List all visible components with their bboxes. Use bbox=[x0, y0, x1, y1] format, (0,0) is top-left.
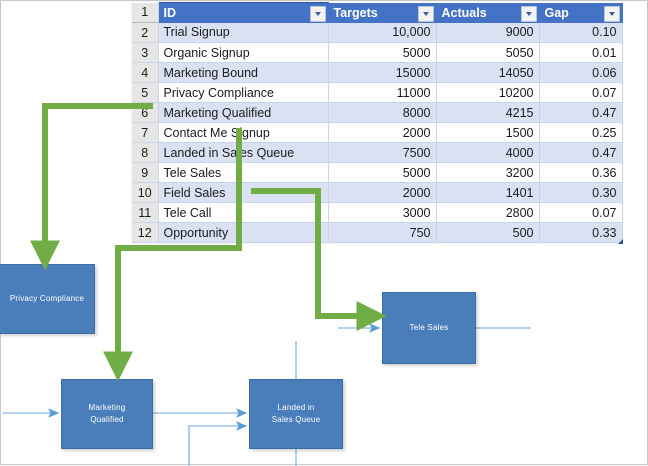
cell-targets[interactable]: 11000 bbox=[328, 82, 437, 103]
cell-targets[interactable]: 5000 bbox=[328, 42, 437, 63]
cell-id[interactable]: Trial Signup bbox=[158, 22, 329, 43]
cell-actuals[interactable]: 2800 bbox=[436, 202, 540, 223]
cell-id[interactable]: Field Sales bbox=[158, 182, 329, 203]
node-label-line2: Qualified bbox=[90, 415, 124, 424]
node-label: Landed in Sales Queue bbox=[272, 402, 320, 425]
cell-actuals[interactable]: 1500 bbox=[436, 122, 540, 143]
cell-gap[interactable]: 0.07 bbox=[539, 202, 623, 223]
cell-actuals[interactable]: 10200 bbox=[436, 82, 540, 103]
cell-gap[interactable]: 0.06 bbox=[539, 62, 623, 83]
filter-dropdown-icon-targets[interactable] bbox=[417, 5, 434, 22]
cell-actuals[interactable]: 3200 bbox=[436, 162, 540, 183]
cell-targets[interactable]: 2000 bbox=[328, 122, 437, 143]
cell-id[interactable]: Marketing Qualified bbox=[158, 102, 329, 123]
row-number[interactable]: 2 bbox=[132, 22, 159, 43]
cell-id[interactable]: Tele Call bbox=[158, 202, 329, 223]
column-header-targets[interactable]: Targets bbox=[328, 2, 437, 23]
cell-id[interactable]: Privacy Compliance bbox=[158, 82, 329, 103]
cell-gap[interactable]: 0.10 bbox=[539, 22, 623, 43]
row-number[interactable]: 5 bbox=[132, 82, 159, 103]
row-number[interactable]: 3 bbox=[132, 42, 159, 63]
cell-actuals[interactable]: 5050 bbox=[436, 42, 540, 63]
node-label-line2: Sales Queue bbox=[271, 415, 321, 424]
cell-id[interactable]: Landed in Sales Queue bbox=[158, 142, 329, 163]
cell-id[interactable]: Marketing Bound bbox=[158, 62, 329, 83]
node-label: Marketing Qualified bbox=[89, 402, 126, 425]
column-header-label: ID bbox=[163, 5, 177, 20]
row-number[interactable]: 4 bbox=[132, 62, 159, 83]
cell-targets[interactable]: 7500 bbox=[328, 142, 437, 163]
diagram-node-tele-sales[interactable]: Tele Sales bbox=[382, 292, 476, 364]
cell-id[interactable]: Organic Signup bbox=[158, 42, 329, 63]
diagram-node-privacy-compliance[interactable]: Privacy Compliance bbox=[0, 264, 95, 334]
cell-targets[interactable]: 8000 bbox=[328, 102, 437, 123]
cell-gap[interactable]: 0.01 bbox=[539, 42, 623, 63]
filter-dropdown-icon-gap[interactable] bbox=[603, 5, 620, 22]
table-resize-grip[interactable] bbox=[618, 239, 623, 244]
cell-gap[interactable]: 0.30 bbox=[539, 182, 623, 203]
row-number[interactable]: 11 bbox=[132, 202, 159, 223]
filter-dropdown-icon-actuals[interactable] bbox=[520, 5, 537, 22]
cell-actuals[interactable]: 14050 bbox=[436, 62, 540, 83]
cell-actuals[interactable]: 9000 bbox=[436, 22, 540, 43]
cell-targets[interactable]: 15000 bbox=[328, 62, 437, 83]
diagram-node-marketing-qualified[interactable]: Marketing Qualified bbox=[61, 379, 153, 449]
cell-targets[interactable]: 2000 bbox=[328, 182, 437, 203]
cell-id[interactable]: Tele Sales bbox=[158, 162, 329, 183]
cell-id[interactable]: Contact Me Signup bbox=[158, 122, 329, 143]
cell-actuals[interactable]: 4215 bbox=[436, 102, 540, 123]
column-header-label: Targets bbox=[333, 5, 378, 20]
row-number-header[interactable]: 1 bbox=[132, 2, 159, 23]
column-header-gap[interactable]: Gap bbox=[539, 2, 623, 23]
row-number[interactable]: 9 bbox=[132, 162, 159, 183]
column-header-id[interactable]: ID bbox=[158, 2, 329, 23]
row-number[interactable]: 7 bbox=[132, 122, 159, 143]
cell-gap[interactable]: 0.25 bbox=[539, 122, 623, 143]
cell-actuals[interactable]: 500 bbox=[436, 222, 540, 243]
filter-dropdown-icon-id[interactable] bbox=[309, 6, 326, 22]
cell-targets[interactable]: 5000 bbox=[328, 162, 437, 183]
cell-id[interactable]: Opportunity bbox=[158, 222, 329, 243]
row-number[interactable]: 12 bbox=[132, 222, 159, 243]
column-header-label: Gap bbox=[544, 5, 569, 20]
cell-targets[interactable]: 3000 bbox=[328, 202, 437, 223]
diagram-node-landed-in-sales-queue[interactable]: Landed in Sales Queue bbox=[249, 379, 343, 449]
cell-gap[interactable]: 0.07 bbox=[539, 82, 623, 103]
cell-gap[interactable]: 0.36 bbox=[539, 162, 623, 183]
node-label-line1: Landed in bbox=[277, 403, 315, 413]
column-header-actuals[interactable]: Actuals bbox=[436, 2, 540, 23]
node-label: Tele Sales bbox=[409, 323, 449, 333]
cell-gap[interactable]: 0.47 bbox=[539, 142, 623, 163]
cell-gap[interactable]: 0.33 bbox=[539, 222, 623, 243]
table-header-row: 1 ID Targets Actuals Gap bbox=[132, 2, 623, 23]
cell-actuals[interactable]: 4000 bbox=[436, 142, 540, 163]
row-number[interactable]: 8 bbox=[132, 142, 159, 163]
row-number[interactable]: 10 bbox=[132, 182, 159, 203]
row-number[interactable]: 6 bbox=[132, 102, 159, 123]
node-label: Privacy Compliance bbox=[9, 294, 85, 304]
cell-gap[interactable]: 0.47 bbox=[539, 102, 623, 123]
cell-targets[interactable]: 750 bbox=[328, 222, 437, 243]
cell-targets[interactable]: 10,000 bbox=[328, 22, 437, 43]
node-label-line1: Marketing bbox=[88, 403, 126, 413]
cell-actuals[interactable]: 1401 bbox=[436, 182, 540, 203]
column-header-label: Actuals bbox=[441, 5, 487, 20]
